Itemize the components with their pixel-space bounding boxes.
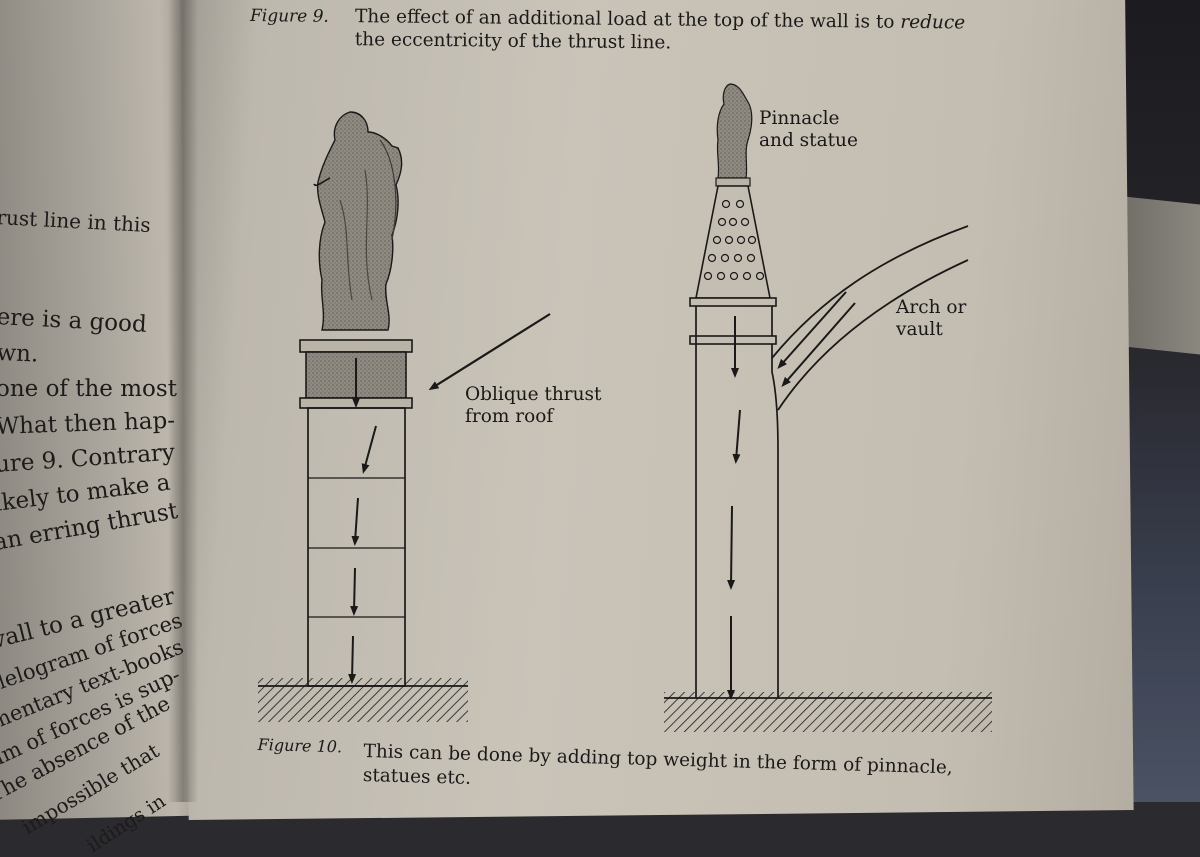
statue-figure9 bbox=[313, 111, 403, 331]
arch-label-line2: vault bbox=[896, 319, 943, 340]
book-gutter bbox=[168, 0, 198, 802]
figure9-diagram bbox=[258, 111, 551, 722]
pedestal-cap bbox=[299, 339, 413, 353]
figure10-label: Figure 10. bbox=[257, 734, 343, 757]
thrust-line-figure10 bbox=[727, 316, 741, 700]
arch-thrust-arrows bbox=[777, 291, 856, 388]
arch-label: Arch or vault bbox=[896, 297, 966, 341]
wall-figure9 bbox=[307, 407, 406, 687]
buttress-figure10 bbox=[695, 306, 779, 698]
pinnacle-spire bbox=[695, 185, 771, 299]
thrust-line-figure9 bbox=[348, 358, 377, 684]
oblique-thrust-arrow bbox=[428, 313, 551, 391]
figure10-diagram bbox=[664, 83, 992, 732]
spire-crockets bbox=[703, 199, 765, 281]
statue-figure10 bbox=[715, 83, 753, 187]
oblique-thrust-label-line2: from roof bbox=[465, 406, 554, 427]
pinnacle-label: Pinnacle and statue bbox=[759, 108, 858, 152]
oblique-thrust-label: Oblique thrust from roof bbox=[465, 384, 601, 428]
ground-figure9 bbox=[258, 678, 468, 722]
left-line: one of the most bbox=[0, 376, 177, 402]
arch-label-line1: Arch or bbox=[896, 297, 967, 318]
pinnacle-label-line2: and statue bbox=[759, 130, 858, 151]
arch-inner bbox=[777, 259, 969, 411]
arch-outer bbox=[771, 225, 969, 359]
pinnacle-label-line1: Pinnacle bbox=[759, 108, 840, 129]
oblique-thrust-label-line1: Oblique thrust bbox=[465, 384, 602, 405]
figure-diagrams bbox=[258, 83, 992, 732]
